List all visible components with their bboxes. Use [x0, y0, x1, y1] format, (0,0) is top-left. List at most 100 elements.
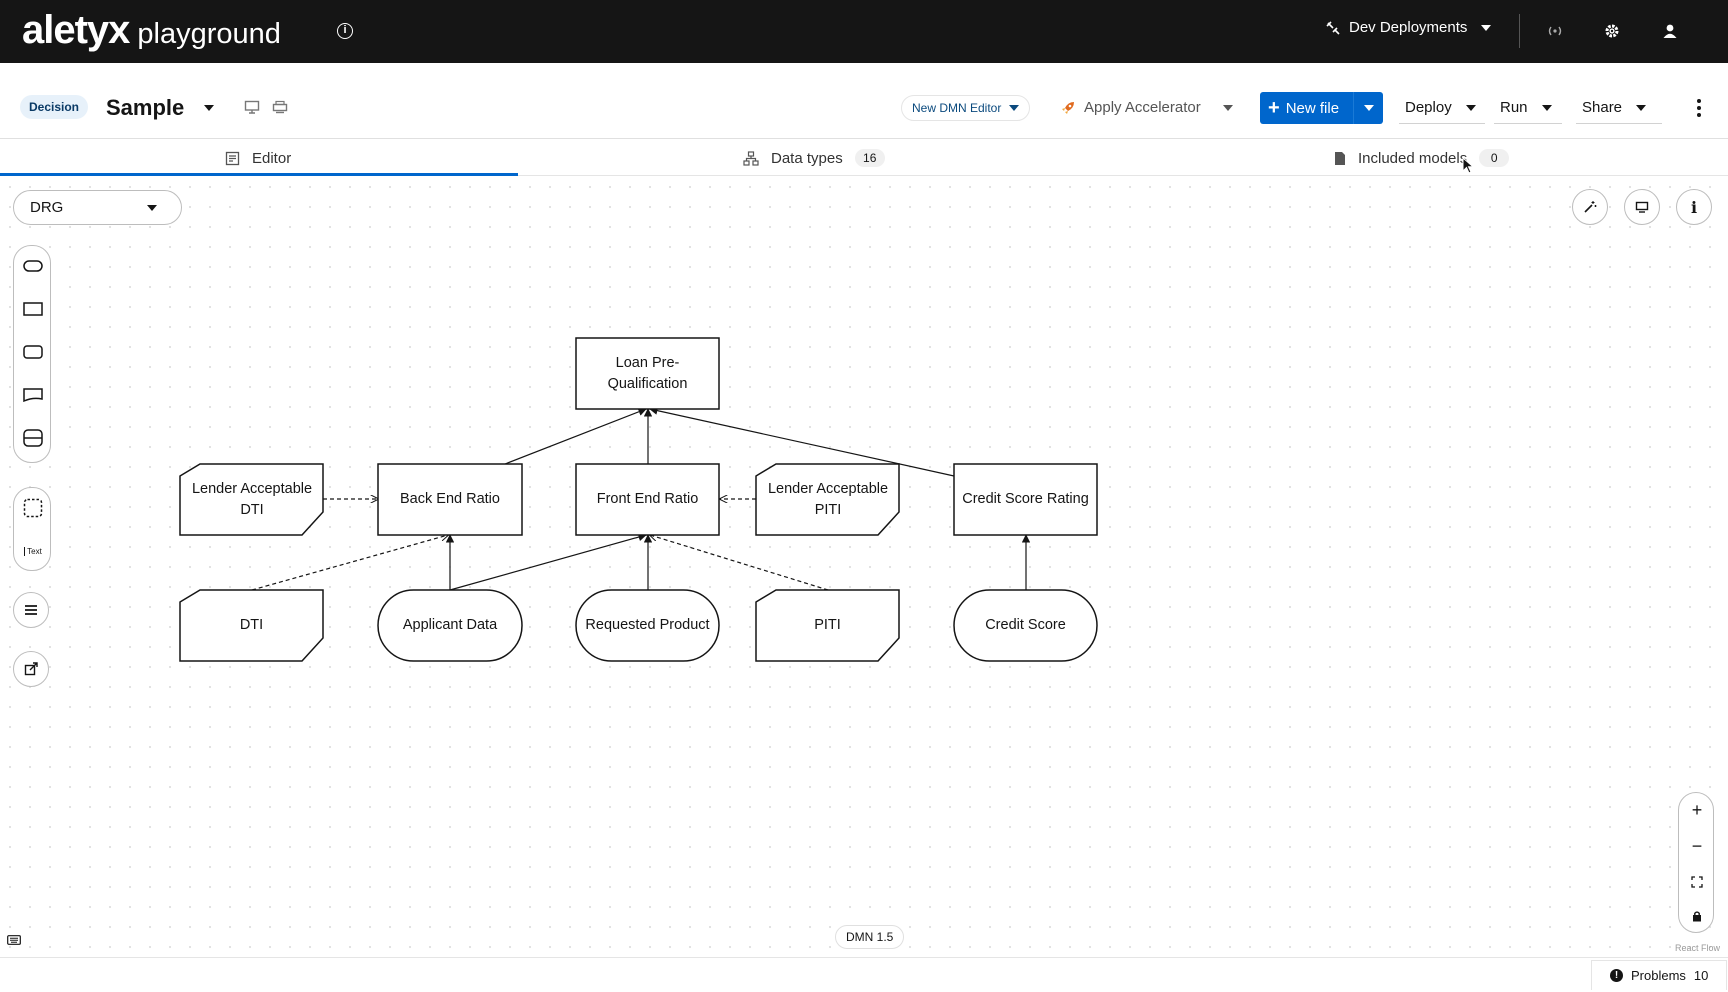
file-header: Decision Sample New DMN Editor Apply Acc… — [0, 63, 1728, 139]
node-lender-acceptable-piti[interactable]: Lender Acceptable PITI — [767, 480, 889, 518]
zoom-controls: + − — [1678, 792, 1714, 933]
share-label: Share — [1582, 99, 1623, 116]
plus-icon: + — [1268, 97, 1280, 119]
rounded-rectangle-icon — [23, 345, 43, 359]
active-tab-indicator — [0, 173, 518, 176]
node-back-end-ratio[interactable]: Back End Ratio — [400, 491, 500, 507]
node-credit-score-rating[interactable]: Credit Score Rating — [962, 491, 1089, 507]
dmn-version-badge: DMN 1.5 — [835, 925, 905, 949]
document-shape-icon — [23, 388, 43, 402]
editor-tabs: Editor Data types 16 Included models 0 — [0, 140, 1728, 176]
node-requested-product[interactable]: Requested Product — [585, 617, 710, 633]
chevron-down-icon — [1636, 104, 1647, 111]
node-applicant-data[interactable]: Applicant Data — [402, 617, 498, 633]
text-annotation-tool[interactable]: Text — [20, 540, 46, 562]
node-piti[interactable]: PITI — [814, 617, 841, 633]
chevron-down-icon — [147, 205, 157, 211]
deploy-dropdown[interactable]: Deploy — [1399, 92, 1485, 124]
react-flow-attribution[interactable]: React Flow — [1675, 943, 1721, 953]
more-options-icon[interactable] — [1697, 99, 1701, 120]
decision-service-tool[interactable] — [22, 427, 44, 449]
brand[interactable]: aletyx playground — [22, 8, 281, 53]
properties-panel-button[interactable]: i — [1676, 189, 1712, 225]
chevron-down-icon — [1465, 104, 1476, 111]
included-models-count: 0 — [1479, 149, 1510, 167]
gear-icon[interactable] — [1600, 19, 1624, 43]
node-front-end-ratio[interactable]: Front End Ratio — [596, 491, 699, 507]
share-dropdown[interactable]: Share — [1576, 92, 1662, 124]
rocket-icon — [1062, 101, 1074, 114]
info-icon[interactable]: i — [337, 23, 353, 39]
deploy-label: Deploy — [1405, 99, 1452, 116]
magic-wand-icon — [1584, 201, 1597, 213]
node-loan-pre-qualification[interactable]: Loan Pre-Qualification — [607, 354, 688, 392]
exclamation-circle-icon: ! — [1610, 969, 1623, 982]
fit-view-icon[interactable] — [1679, 867, 1715, 897]
info-icon: i — [1690, 197, 1698, 217]
data-types-icon — [743, 150, 759, 166]
new-file-toggle[interactable] — [1353, 92, 1383, 124]
chevron-down-icon — [1363, 105, 1374, 111]
annotation-palette: Text — [13, 487, 51, 571]
tab-editor[interactable]: Editor — [225, 140, 291, 176]
data-types-count: 16 — [854, 149, 885, 167]
node-palette — [13, 245, 51, 463]
dmn-editor-switch[interactable]: New DMN Editor — [901, 95, 1031, 121]
dev-deployments-label: Dev Deployments — [1349, 19, 1468, 36]
user-icon[interactable] — [1658, 19, 1682, 43]
drg-view-select[interactable]: DRG — [13, 190, 182, 225]
keyboard-shortcuts-icon[interactable] — [7, 932, 21, 950]
dev-deployments-dropdown[interactable]: Dev Deployments — [1325, 19, 1492, 36]
print-icon[interactable] — [272, 100, 288, 114]
status-bar: ! Problems 10 — [0, 957, 1728, 992]
knowledge-source-tool[interactable] — [22, 384, 44, 406]
dashed-square-icon — [23, 498, 43, 518]
decision-tool[interactable] — [22, 298, 44, 320]
drg-list-button[interactable] — [13, 592, 49, 628]
top-bar: aletyx playground i Dev Deployments — [0, 0, 1728, 63]
dmn-editor-switch-label: New DMN Editor — [912, 101, 1002, 115]
tab-editor-label: Editor — [252, 149, 292, 167]
bkm-tool[interactable] — [22, 341, 44, 363]
tab-data-types[interactable]: Data types 16 — [743, 140, 885, 176]
run-dropdown[interactable]: Run — [1494, 92, 1562, 124]
auto-layout-button[interactable] — [1572, 189, 1608, 225]
desktop-icon[interactable] — [244, 100, 260, 114]
apply-accelerator-button[interactable]: Apply Accelerator — [1060, 99, 1233, 116]
zoom-out-icon[interactable]: − — [1691, 835, 1703, 856]
group-tool[interactable] — [22, 497, 44, 519]
file-name-chevron-down-icon[interactable] — [204, 105, 214, 111]
tab-included-models[interactable]: Included models 0 — [1334, 140, 1510, 176]
tab-data-types-label: Data types — [771, 149, 843, 167]
apply-accelerator-label: Apply Accelerator — [1084, 99, 1201, 116]
topbar-divider — [1519, 14, 1520, 48]
zoom-in-icon[interactable]: + — [1691, 799, 1703, 820]
mouse-cursor-icon — [1462, 157, 1474, 174]
chevron-down-icon — [1222, 104, 1233, 111]
new-file-label: New file — [1285, 99, 1340, 117]
problems-label: Problems — [1631, 968, 1686, 983]
external-nodes-button[interactable] — [13, 651, 49, 687]
editor-icon — [225, 151, 240, 165]
diagram-canvas[interactable] — [0, 177, 1728, 957]
problems-toggle[interactable]: ! Problems 10 — [1591, 960, 1728, 990]
brand-logo: aletyx — [22, 8, 130, 52]
oval-icon — [23, 260, 43, 272]
broadcast-icon[interactable] — [1543, 19, 1567, 43]
chevron-down-icon — [1009, 105, 1020, 111]
satellite-icon — [1326, 20, 1340, 35]
drg-view-select-value: DRG — [30, 199, 64, 216]
node-lender-acceptable-dti[interactable]: Lender Acceptable DTI — [191, 480, 313, 518]
rectangle-icon — [23, 302, 43, 316]
node-dti[interactable]: DTI — [239, 617, 264, 633]
node-credit-score[interactable]: Credit Score — [985, 617, 1066, 633]
file-name[interactable]: Sample — [106, 95, 185, 120]
lock-icon[interactable] — [1679, 901, 1715, 931]
overlays-button[interactable] — [1624, 189, 1660, 225]
chevron-down-icon — [1541, 104, 1552, 111]
run-label: Run — [1500, 99, 1528, 116]
tab-included-models-label: Included models — [1358, 149, 1468, 167]
input-data-tool[interactable] — [22, 255, 44, 277]
new-file-button[interactable]: + New file — [1260, 92, 1383, 124]
chevron-down-icon — [1481, 24, 1492, 31]
